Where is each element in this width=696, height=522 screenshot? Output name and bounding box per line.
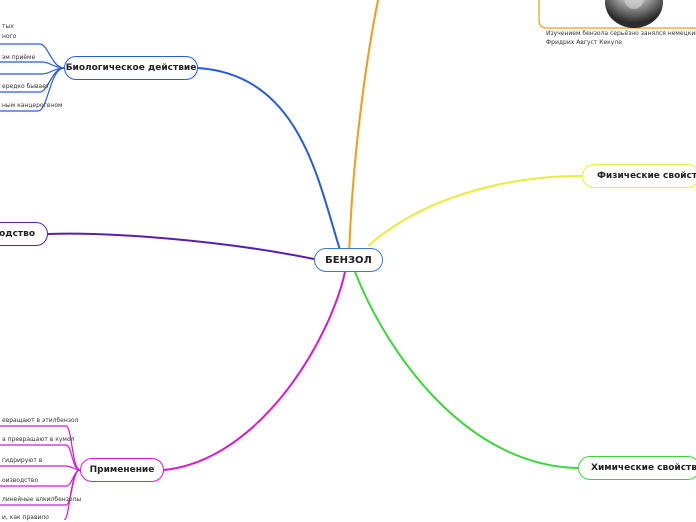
- bio-leaf-2[interactable]: ного: [2, 33, 17, 40]
- branch-physical-label: Физические свойства: [597, 171, 696, 181]
- branch-bio-label: Биологическое действие: [65, 63, 197, 73]
- usage-leaf-5[interactable]: линейные алкилбензолы: [2, 496, 82, 503]
- bio-leaf-4[interactable]: ередко бывает: [2, 83, 50, 90]
- usage-leaf-2[interactable]: а превращают в кумол: [2, 436, 75, 443]
- history-note-line-1[interactable]: Изучением бензола серьёзно занялся немец…: [546, 30, 696, 37]
- bio-leaf-connectors: [0, 43, 65, 112]
- branch-chemical-label: Химические свойства: [591, 463, 696, 473]
- usage-leaf-6[interactable]: и, как правило: [2, 514, 49, 521]
- branch-chemical[interactable]: Химические свойства: [578, 456, 696, 480]
- bio-leaf-3[interactable]: эм приёме: [2, 54, 36, 61]
- connector-history: [348, 0, 379, 259]
- connector-history-note: [538, 0, 696, 29]
- connector-bio: [197, 67, 341, 251]
- connector-usage: [163, 271, 346, 471]
- history-note-line-2[interactable]: Фридрих Август Кекуле: [546, 39, 622, 46]
- connector-production: [47, 232, 315, 260]
- usage-leaf-connectors: [0, 425, 81, 520]
- branch-usage-label: Применение: [89, 465, 155, 475]
- bio-leaf-1[interactable]: тых: [2, 23, 14, 30]
- central-topic[interactable]: БЕНЗОЛ: [314, 248, 383, 272]
- connector-physical: [367, 175, 583, 247]
- bio-leaf-5[interactable]: ным канцерогеном: [2, 102, 63, 109]
- branch-production[interactable]: водство: [0, 222, 48, 246]
- branch-production-label: водство: [0, 229, 35, 239]
- branch-physical[interactable]: Физические свойства: [582, 164, 696, 188]
- connector-chemical: [354, 271, 579, 469]
- usage-leaf-1[interactable]: евращают в этилбензол: [2, 417, 79, 424]
- usage-leaf-3[interactable]: гидрируют в: [2, 457, 43, 464]
- central-topic-label: БЕНЗОЛ: [325, 254, 372, 266]
- branch-usage[interactable]: Применение: [80, 458, 164, 482]
- usage-leaf-4[interactable]: оизводство: [2, 477, 39, 484]
- branch-bio[interactable]: Биологическое действие: [64, 56, 198, 80]
- kekule-portrait: [605, 0, 663, 28]
